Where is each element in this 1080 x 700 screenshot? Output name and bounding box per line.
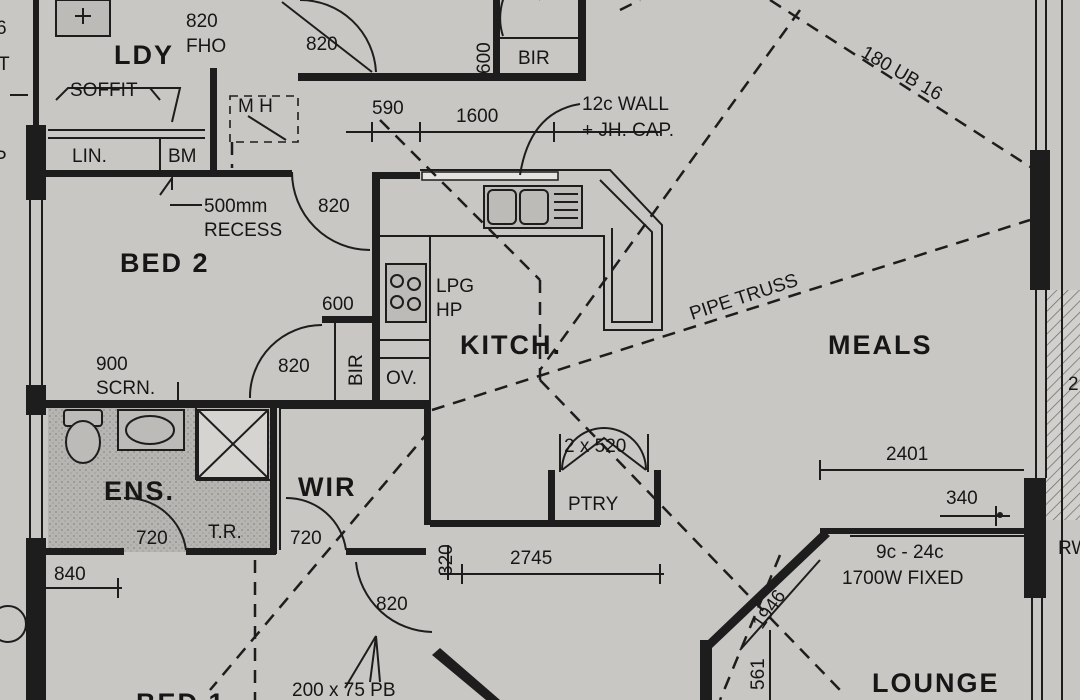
- dim-820-bir2: 820: [278, 356, 310, 377]
- annotation-beam: 180 UB 16: [858, 42, 946, 105]
- annotation-wall-cap-1: 12c WALL: [582, 94, 669, 115]
- edge-circle: [0, 605, 27, 643]
- wall-cap: [421, 171, 559, 181]
- toilet-icon: [63, 409, 103, 464]
- label-ptry: PTRY: [568, 494, 619, 515]
- door-swings: [123, 0, 1003, 633]
- dim-720-wir: 720: [290, 528, 322, 549]
- manhole-arrow: [247, 115, 287, 141]
- edge-label-6: 6: [0, 18, 7, 39]
- label-ov: OV.: [386, 368, 417, 389]
- dim-1946: 1946: [749, 586, 790, 633]
- room-label-bed2: BED 2: [120, 248, 210, 278]
- sink-icon: [483, 185, 583, 229]
- dim-600-bir2: 600: [322, 294, 354, 315]
- annotation-window-2: 1700W FIXED: [842, 568, 963, 589]
- room-label-ens: ENS.: [104, 476, 175, 506]
- shower-icon: [197, 409, 269, 479]
- window-lines: [29, 0, 1063, 700]
- annotation-recess: RECESS: [204, 220, 282, 241]
- annotation-scrn: SCRN.: [96, 378, 155, 399]
- dimension-lines: [10, 87, 1024, 700]
- dim-600-bir: 600: [474, 42, 495, 74]
- label-lpg: LPG: [436, 276, 474, 297]
- kitchen-bench: [420, 169, 663, 331]
- dim-820-top: 820: [306, 34, 338, 55]
- label-lin: LIN.: [72, 146, 107, 167]
- annotation-fho-width: 820: [186, 11, 218, 32]
- dim-840: 840: [54, 564, 86, 585]
- label-tr: T.R.: [208, 522, 242, 543]
- room-label-ldy: LDY: [114, 40, 174, 70]
- label-hp: HP: [436, 300, 462, 321]
- annotation-pantry-doors: 2 x 520: [564, 436, 626, 457]
- annotation-pipe-truss: PIPE TRUSS: [687, 270, 801, 325]
- annotation-lintel: 200 x 75 PB: [292, 680, 396, 700]
- walls: [26, 0, 1050, 700]
- dim-340: 340: [946, 488, 978, 509]
- structural-dashed-lines: [209, 0, 1033, 700]
- laundry-trough-icon: [55, 0, 111, 37]
- room-label-lounge: LOUNGE: [872, 668, 1000, 698]
- edge-label-2: 2: [1068, 374, 1079, 395]
- dim-590: 590: [372, 98, 404, 119]
- annotation-wall-cap-2: + JH. CAP.: [582, 120, 674, 141]
- dim-561: 561: [748, 658, 769, 690]
- dim-820-bed2: 820: [318, 196, 350, 217]
- annotation-recess-size: 500mm: [204, 196, 267, 217]
- room-label-kitch: KITCH.: [460, 330, 562, 360]
- edge-label-p: P: [0, 148, 7, 169]
- dim-2401: 2401: [886, 444, 928, 465]
- annotation-window-1: 9c - 24c: [876, 542, 944, 563]
- cooktop-icon: [385, 263, 427, 323]
- annotation-scrn-width: 900: [96, 354, 128, 375]
- dim-820-hall: 820: [376, 594, 408, 615]
- label-mh: M H: [238, 96, 273, 117]
- basin-icon: [117, 409, 185, 451]
- annotation-fho: FHO: [186, 36, 226, 57]
- dim-720-ens: 720: [136, 528, 168, 549]
- edge-label-rw: RW: [1058, 538, 1080, 559]
- dim-320: 320: [436, 544, 457, 576]
- dim-2745: 2745: [510, 548, 552, 569]
- edge-label-t: T: [0, 54, 10, 75]
- label-bm: BM: [168, 146, 197, 167]
- manhole-box: [229, 95, 299, 143]
- label-bir-top: BIR: [518, 48, 550, 69]
- room-label-meals: MEALS: [828, 330, 933, 360]
- label-bir-bed2: BIR: [346, 354, 367, 386]
- annotation-soffit: SOFFIT: [70, 80, 138, 101]
- room-label-bed1: BED 1: [136, 688, 226, 700]
- room-label-wir: WIR: [298, 472, 356, 502]
- dim-1600: 1600: [456, 106, 498, 127]
- kitchen-bench-inner: [599, 179, 653, 323]
